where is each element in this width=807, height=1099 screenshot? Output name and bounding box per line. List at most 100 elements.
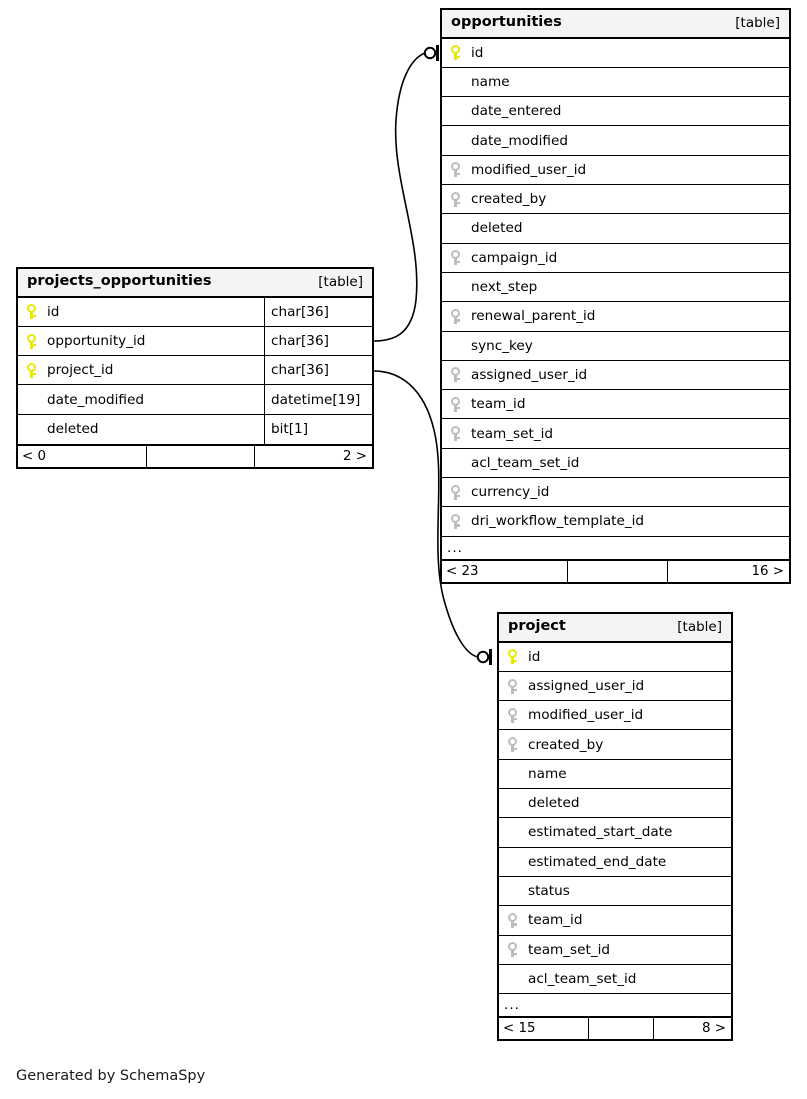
generated-by-caption: Generated by SchemaSpy bbox=[16, 1068, 206, 1084]
column-type: char[36] bbox=[264, 356, 372, 385]
table-header: opportunities [table] bbox=[442, 10, 789, 39]
column-name-cell: team_set_id bbox=[442, 419, 789, 447]
cardinality-marker-zero-or-one-project bbox=[476, 649, 492, 665]
foreign-key-icon bbox=[508, 678, 517, 694]
table-title: projects_opportunities bbox=[27, 273, 212, 289]
key-icon-slot bbox=[508, 707, 528, 723]
foreign-key-icon bbox=[451, 250, 460, 266]
table-row[interactable]: name bbox=[499, 760, 731, 790]
column-name: name bbox=[471, 74, 510, 90]
table-row[interactable]: date_entered bbox=[442, 97, 789, 127]
table-row[interactable]: campaign_id bbox=[442, 244, 789, 273]
key-icon-slot bbox=[451, 45, 471, 61]
column-name: sync_key bbox=[471, 337, 533, 354]
column-type: bit[1] bbox=[264, 414, 372, 445]
table-row[interactable]: team_id bbox=[499, 906, 731, 936]
key-icon-slot bbox=[451, 426, 471, 442]
table-row[interactable]: created_by bbox=[499, 730, 731, 760]
foreign-key-icon bbox=[508, 912, 517, 928]
key-icon-slot bbox=[508, 737, 528, 753]
column-name: acl_team_set_id bbox=[471, 454, 580, 471]
table-row[interactable]: acl_team_set_id bbox=[442, 449, 789, 479]
column-name: opportunity_id bbox=[47, 333, 146, 349]
table-row[interactable]: id bbox=[442, 39, 789, 68]
primary-key-icon bbox=[27, 362, 36, 378]
table-row[interactable]: deleted bbox=[442, 214, 789, 244]
footer-next-count[interactable]: 16 > bbox=[667, 560, 789, 582]
table-row[interactable]: modified_user_id bbox=[499, 701, 731, 731]
table-row[interactable]: team_set_id bbox=[442, 419, 789, 449]
foreign-key-icon bbox=[508, 707, 517, 723]
footer-prev-count[interactable]: < 23 bbox=[446, 563, 479, 579]
footer-next-count[interactable]: 8 > bbox=[653, 1018, 731, 1040]
column-name: team_id bbox=[528, 912, 583, 929]
table-row[interactable]: created_by bbox=[442, 185, 789, 215]
table-type-tag: [table] bbox=[318, 273, 363, 290]
column-name: modified_user_id bbox=[471, 161, 587, 178]
column-name: campaign_id bbox=[471, 249, 558, 266]
footer-next-count[interactable]: 2 > bbox=[254, 446, 372, 468]
foreign-key-icon bbox=[451, 191, 460, 207]
table-opportunities[interactable]: opportunities [table] id name date_entered… bbox=[440, 8, 791, 584]
column-name-cell: campaign_id bbox=[442, 244, 789, 272]
column-name-cell: status bbox=[499, 877, 731, 905]
table-row[interactable]: modified_user_id bbox=[442, 156, 789, 186]
foreign-key-icon bbox=[451, 513, 460, 529]
column-name: team_set_id bbox=[528, 941, 611, 958]
table-row[interactable]: id bbox=[499, 643, 731, 672]
column-name: assigned_user_id bbox=[471, 366, 588, 383]
column-name: created_by bbox=[528, 736, 604, 753]
table-type-tag: [table] bbox=[677, 618, 722, 635]
column-name-cell: id bbox=[499, 643, 731, 671]
column-name-cell: team_set_id bbox=[499, 936, 731, 964]
table-row[interactable]: renewal_parent_id bbox=[442, 302, 789, 332]
table-row[interactable]: assigned_user_id bbox=[442, 361, 789, 391]
column-name: dri_workflow_template_id bbox=[471, 513, 645, 530]
foreign-key-icon bbox=[451, 426, 460, 442]
table-row[interactable]: team_set_id bbox=[499, 936, 731, 965]
key-icon-slot bbox=[451, 513, 471, 529]
column-name-cell: deleted bbox=[18, 415, 264, 444]
column-name-cell: deleted bbox=[442, 214, 789, 242]
column-name: deleted bbox=[528, 795, 580, 812]
table-row[interactable]: status bbox=[499, 877, 731, 907]
column-type: char[36] bbox=[264, 326, 372, 356]
table-row[interactable]: opportunity_id char[36] bbox=[18, 326, 372, 357]
column-name: id bbox=[528, 648, 541, 665]
table-footer: < 23 16 > bbox=[442, 558, 789, 582]
table-row[interactable]: estimated_start_date bbox=[499, 818, 731, 848]
column-name-cell: project_id bbox=[18, 356, 264, 384]
column-type: char[36] bbox=[264, 297, 372, 326]
table-row[interactable]: deleted bbox=[499, 789, 731, 819]
table-row[interactable]: currency_id bbox=[442, 478, 789, 508]
table-row[interactable]: sync_key bbox=[442, 332, 789, 361]
column-name: renewal_parent_id bbox=[471, 308, 596, 325]
table-row[interactable]: acl_team_set_id bbox=[499, 965, 731, 995]
footer-prev-count[interactable]: < 15 bbox=[503, 1021, 536, 1037]
table-row[interactable]: name bbox=[442, 68, 789, 98]
table-row[interactable]: estimated_end_date bbox=[499, 848, 731, 877]
key-icon-slot bbox=[451, 250, 471, 266]
column-name: next_step bbox=[471, 279, 538, 296]
table-row[interactable]: assigned_user_id bbox=[499, 672, 731, 702]
more-columns-indicator: ... bbox=[442, 537, 789, 559]
table-row[interactable]: team_id bbox=[442, 390, 789, 420]
table-row[interactable]: next_step bbox=[442, 273, 789, 303]
key-icon-slot bbox=[27, 362, 47, 378]
primary-key-icon bbox=[27, 304, 36, 320]
footer-prev-count[interactable]: < 0 bbox=[22, 449, 46, 465]
table-row[interactable]: date_modified bbox=[442, 126, 789, 156]
column-name: deleted bbox=[471, 220, 523, 237]
table-row[interactable]: dri_workflow_template_id bbox=[442, 507, 789, 537]
column-name-cell: created_by bbox=[499, 730, 731, 758]
column-name-cell: renewal_parent_id bbox=[442, 302, 789, 330]
foreign-key-icon bbox=[451, 396, 460, 412]
